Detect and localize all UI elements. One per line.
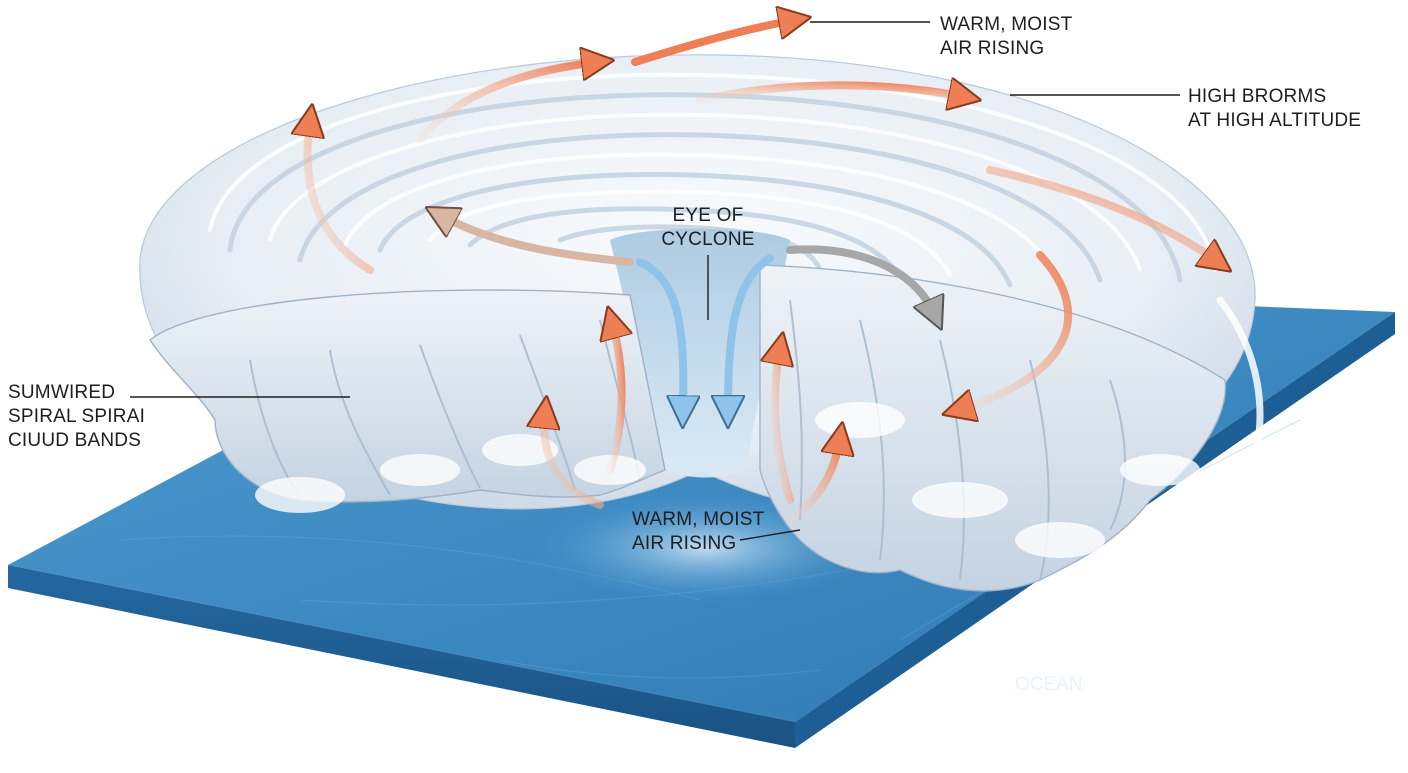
- outflow-arrow: [440, 215, 634, 266]
- label-spiral-bands-line1: SUMWIRED: [8, 382, 115, 403]
- outflow-arrow: [786, 245, 935, 315]
- label-warm-air-center-line2: AIR RISING: [632, 533, 736, 554]
- label-warm-air-top-line1: WARM, MOIST: [940, 14, 1073, 35]
- label-high-storms-line1: HIGH BRORMS: [1188, 86, 1326, 107]
- warm-air-arrow: [786, 438, 840, 524]
- label-high-storms-line2: AT HIGH ALTITUDE: [1188, 110, 1361, 131]
- label-warm-air-center-line1: WARM, MOIST: [632, 509, 765, 530]
- outflow-arrow: [958, 251, 1072, 410]
- label-ocean: OCEAN: [1015, 674, 1083, 695]
- warm-air-arrow: [775, 348, 790, 504]
- outflow-arrow: [416, 62, 598, 144]
- label-eye-line2: CYCLONE: [661, 229, 754, 250]
- outflow-arrow: [986, 166, 1218, 262]
- cyclone-cloud-mass: [128, 54, 1264, 604]
- outflow-arrow: [631, 20, 795, 66]
- warm-air-arrow: [544, 412, 604, 509]
- label-spiral-bands-line2: SPIRAL SPIRAI: [8, 406, 145, 427]
- cool-descending-arrow: [636, 258, 683, 412]
- outflow-arrow: [696, 85, 965, 100]
- label-warm-air-top-line2: AIR RISING: [940, 38, 1044, 59]
- leader-lines: [130, 21, 1180, 541]
- warm-air-arrow: [610, 322, 622, 474]
- label-eye-line1: EYE OF: [673, 205, 744, 226]
- labels: WARM, MOIST AIR RISING HIGH BRORMS AT HI…: [8, 14, 1361, 695]
- outflow-arrow: [308, 120, 374, 274]
- cool-descending-arrow: [728, 254, 774, 412]
- airflow-arrows: [308, 20, 1219, 524]
- label-spiral-bands-line3: CIUUD BANDS: [8, 430, 141, 451]
